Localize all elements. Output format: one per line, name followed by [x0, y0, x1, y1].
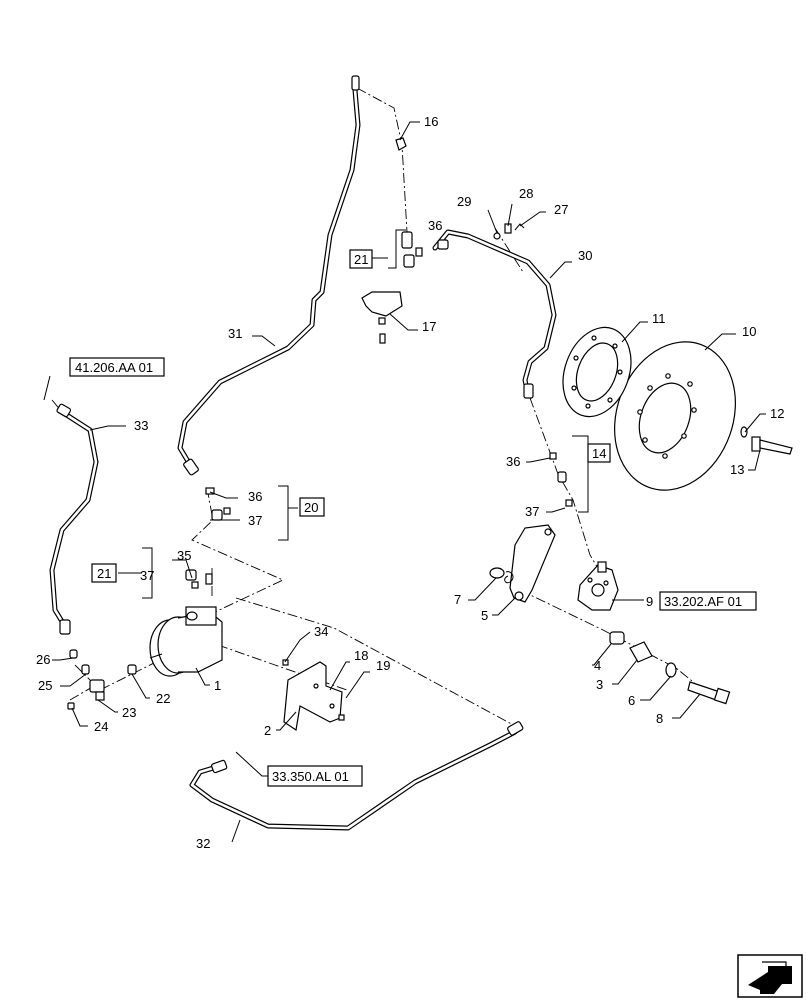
- callout-17: 17: [422, 319, 436, 334]
- ref-41206-label[interactable]: 41.206.AA 01: [75, 360, 153, 375]
- callout-4: 4: [594, 658, 601, 673]
- brake-line-30: [432, 229, 557, 398]
- fittings-22-26: [67, 649, 137, 710]
- leader-lines: [43, 121, 766, 843]
- bolt-8: [687, 681, 731, 705]
- washer-6: [665, 662, 677, 678]
- callout-7: 7: [454, 592, 461, 607]
- group-box-20: 20: [299, 497, 325, 517]
- callout-18: 18: [354, 648, 368, 663]
- callout-14: 14: [592, 446, 606, 461]
- brake-line-33: [49, 409, 99, 631]
- ref-box-33202[interactable]: 33.202.AF 01: [659, 591, 757, 611]
- callout-5: 5: [481, 608, 488, 623]
- callout-37-right: 37: [525, 504, 539, 519]
- bushing-7: [489, 567, 514, 584]
- callout-6: 6: [628, 693, 635, 708]
- callout-20: 20: [304, 500, 318, 515]
- callout-19: 19: [376, 658, 390, 673]
- callout-21-left: 21: [97, 566, 111, 581]
- bracket-2: [282, 659, 345, 732]
- callout-31: 31: [228, 326, 242, 341]
- bushing-4: [609, 631, 625, 645]
- pipe-fittings: [56, 75, 534, 774]
- callout-35: 35: [177, 548, 191, 563]
- caliper-9: [577, 561, 619, 611]
- callout-8: 8: [656, 711, 663, 726]
- callout-37-group: 37: [140, 568, 154, 583]
- callout-10: 10: [742, 324, 756, 339]
- brake-disc-10: [614, 341, 736, 491]
- callout-24: 24: [94, 719, 108, 734]
- callout-13: 13: [730, 462, 744, 477]
- brake-chamber-1: [149, 606, 223, 677]
- callout-22: 22: [156, 691, 170, 706]
- callout-27: 27: [554, 202, 568, 217]
- arm-5: [509, 524, 556, 603]
- sleeve-3: [629, 641, 653, 663]
- callout-30: 30: [578, 248, 592, 263]
- ref-33350-label[interactable]: 33.350.AL 01: [272, 769, 349, 784]
- ref-box-33350[interactable]: 33.350.AL 01: [267, 765, 363, 787]
- bolt-13: [740, 426, 793, 455]
- ref-box-41206[interactable]: 41.206.AA 01: [69, 357, 165, 377]
- fittings-36-37-left: [205, 487, 231, 521]
- callout-11: 11: [652, 311, 666, 326]
- callout-34: 34: [314, 624, 328, 639]
- callout-23: 23: [122, 705, 136, 720]
- group-box-21-left: 21: [91, 563, 117, 583]
- callout-25: 25: [38, 678, 52, 693]
- callout-36-right: 36: [506, 454, 520, 469]
- callout-36-left: 36: [248, 489, 262, 504]
- callout-1: 1: [214, 678, 221, 693]
- callout-3: 3: [596, 677, 603, 692]
- callout-33: 33: [134, 418, 148, 433]
- fitting-16: [395, 137, 407, 151]
- brake-line-32: [189, 729, 518, 831]
- clip-27-28-29: [493, 223, 525, 240]
- spacer-ring-11: [562, 326, 632, 418]
- next-page-arrow-icon[interactable]: [737, 954, 803, 998]
- callout-32: 32: [196, 836, 210, 851]
- callout-37-left: 37: [248, 513, 262, 528]
- callout-16: 16: [424, 114, 438, 129]
- ref-33202-label[interactable]: 33.202.AF 01: [664, 594, 742, 609]
- brake-line-31: [177, 87, 361, 471]
- bracket-17: [361, 291, 403, 344]
- callout-12: 12: [770, 406, 784, 421]
- group-box-21-top: 21: [349, 249, 373, 269]
- connector-block-36: [401, 231, 423, 268]
- callout-29: 29: [457, 194, 471, 209]
- callout-26: 26: [36, 652, 50, 667]
- callout-21-top: 21: [354, 252, 368, 267]
- callout-numbers: 16 29 28 27 36 30 17 31 11 10 33 12 13 3…: [36, 114, 784, 851]
- callout-2: 2: [264, 723, 271, 738]
- group-box-14: 14: [587, 443, 611, 463]
- group-braces: [118, 229, 589, 599]
- fittings-36-37-right: [549, 452, 573, 507]
- callout-28: 28: [519, 186, 533, 201]
- callout-9: 9: [646, 594, 653, 609]
- callout-36-top: 36: [428, 218, 442, 233]
